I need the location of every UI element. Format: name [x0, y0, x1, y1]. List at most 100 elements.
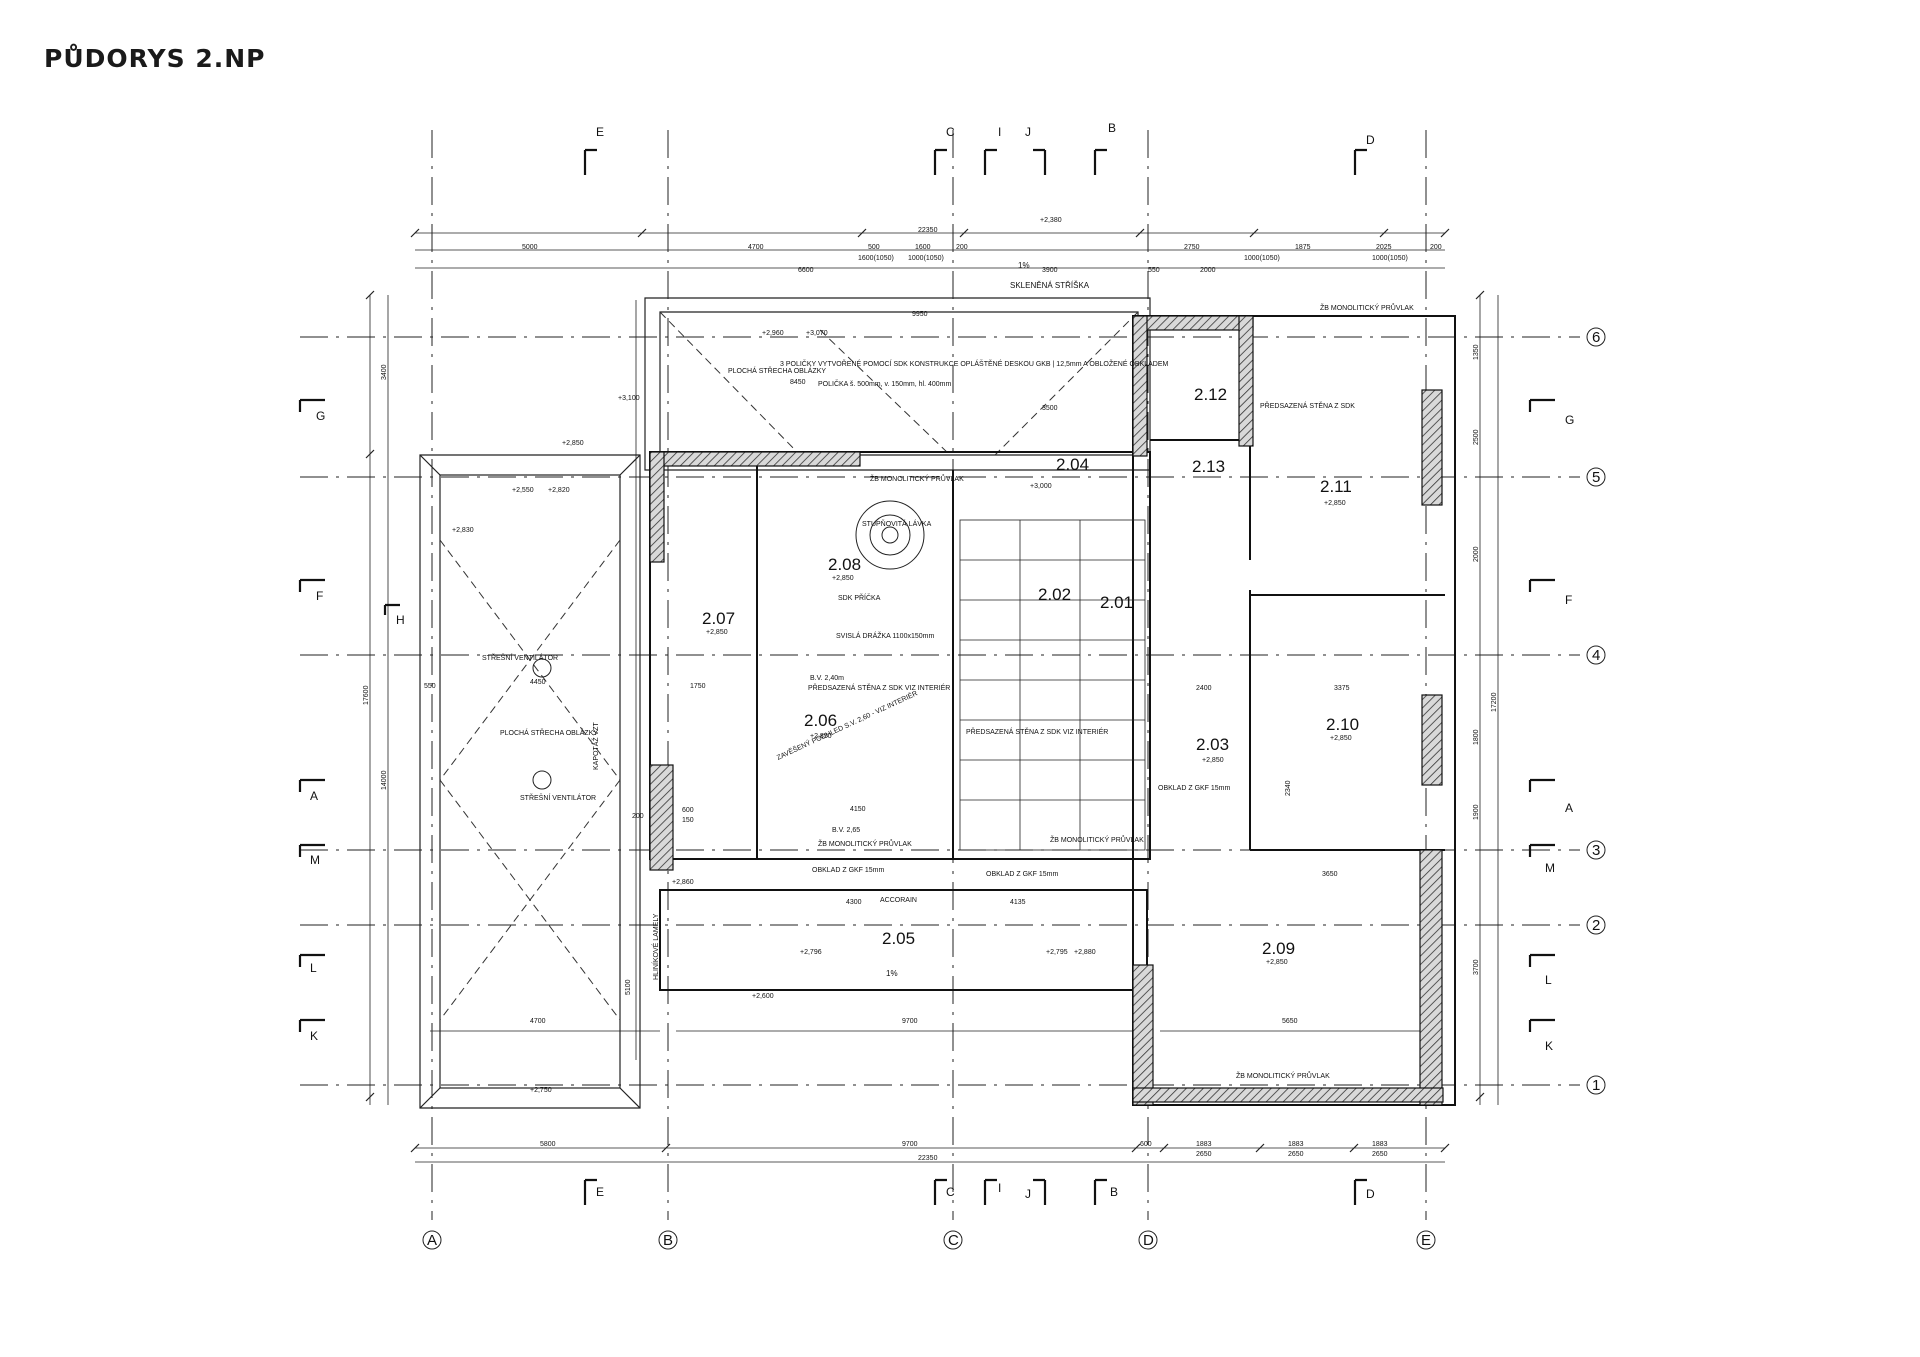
section-label-g-left: G — [316, 409, 325, 423]
dimension-ticks — [365, 228, 1485, 1153]
room-2-04: 2.04 — [1056, 455, 1089, 474]
concrete-walls — [649, 315, 1444, 1106]
dim-bottom2-3: 2650 — [1372, 1151, 1388, 1158]
level-2860: +2,860 — [672, 879, 694, 886]
dim-right-6: 3700 — [1473, 959, 1480, 975]
dim-inner-4700: 4700 — [530, 1018, 546, 1025]
room-2-06: 2.06 — [804, 711, 837, 730]
room-2-02: 2.02 — [1038, 585, 1071, 604]
dim-window-3: 1000(1050) — [1244, 255, 1280, 262]
note-bv1: B.V. 2,40m — [810, 675, 844, 682]
level-2796: +2,796 — [800, 949, 822, 956]
dim-top-7: 1875 — [1295, 244, 1311, 251]
section-label-f-right: F — [1565, 593, 1572, 607]
left-roof — [419, 454, 641, 1109]
note-slope-2: 1% — [886, 969, 898, 978]
dim-inner-9950: 9950 — [912, 311, 928, 318]
dim-bottom-2: 9700 — [902, 1141, 918, 1148]
section-label-k-left: K — [310, 1029, 318, 1043]
room-2-03: 2.03 — [1196, 735, 1229, 754]
section-label-l-right: L — [1545, 973, 1552, 987]
note-shelf-dims: POLIČKA š. 500mm, v. 150mm, hl. 400mm — [818, 379, 951, 388]
dim-right-1: 1350 — [1473, 344, 1480, 360]
level-2960: +2,960 — [762, 330, 784, 337]
level-2830: +2,830 — [452, 527, 474, 534]
section-label-a-left: A — [310, 789, 318, 803]
section-label-d-bottom: D — [1366, 1187, 1375, 1201]
note-accorain: ACCORAIN — [880, 897, 917, 904]
left-roof-diagonals — [439, 539, 621, 1021]
room-2-08: 2.08 — [828, 555, 861, 574]
note-beam-2: ŽB MONOLITICKÝ PRŮVLAK — [818, 839, 912, 848]
room-2-11: 2.11 — [1320, 477, 1352, 496]
page-title: PŮDORYS 2.NP — [44, 44, 266, 73]
section-label-c-top: C — [946, 125, 955, 139]
walls — [649, 315, 1456, 1106]
room-2-05: 2.05 — [882, 929, 915, 948]
dim-right-5: 1900 — [1473, 804, 1480, 820]
room-2-12: 2.12 — [1194, 385, 1227, 404]
grid-lines — [300, 130, 1580, 1220]
level-2795: +2,795 — [1046, 949, 1068, 956]
dim-inner-200: 200 — [632, 813, 644, 820]
section-label-i-top: I — [998, 125, 1001, 139]
dim-right-3: 2000 — [1473, 546, 1480, 562]
dim-bottom-4: 1883 — [1196, 1141, 1212, 1148]
section-label-e-bottom: E — [596, 1185, 604, 1199]
dim-inner-5650: 5650 — [1282, 1018, 1298, 1025]
axis-label-5: 5 — [1592, 469, 1600, 486]
room-2-09: 2.09 — [1262, 939, 1295, 958]
note-flat-roof-left: PLOCHÁ STŘECHA OBLÁZKY — [500, 728, 598, 737]
dim-overall-top: 22350 — [918, 227, 938, 234]
dim-top2-2: 3900 — [1042, 267, 1058, 274]
note-beam-4: ŽB MONOLITICKÝ PRŮVLAK — [1236, 1071, 1330, 1080]
dim-bottom-6: 1883 — [1372, 1141, 1388, 1148]
note-roof-vent-1: STŘEŠNÍ VENTILÁTOR — [482, 653, 558, 662]
axis-label-4: 4 — [1592, 647, 1600, 664]
dim-inner-3650: 3650 — [1322, 871, 1338, 878]
note-tile-1: OBKLAD Z GKF 15mm — [812, 867, 885, 874]
dim-inner-150: 150 — [682, 817, 694, 824]
section-label-g-right: G — [1565, 413, 1574, 427]
dim-left-1: 3400 — [381, 364, 388, 380]
note-flat-roof-top: PLOCHÁ STŘECHA OBLÁZKY — [728, 366, 826, 375]
dim-top-8: 2025 — [1376, 244, 1392, 251]
axis-bubbles — [422, 327, 1606, 1250]
level-2880: +2,880 — [1074, 949, 1096, 956]
dim-inner-600: 600 — [682, 807, 694, 814]
room-2-03-level: +2,850 — [1202, 757, 1224, 764]
note-beam-5: ŽB MONOLITICKÝ PRŮVLAK — [1050, 835, 1144, 844]
dim-inner-2340: 2340 — [1285, 780, 1292, 796]
note-wall-sdk-3: PŘEDSAZENÁ STĚNA Z SDK VIZ INTERIÉR — [966, 727, 1108, 736]
dim-top-2: 4700 — [748, 244, 764, 251]
room-2-06-level: +2,850 — [810, 733, 832, 740]
dimension-lines — [369, 232, 1499, 1163]
note-beam-3: ŽB MONOLITICKÝ PRŮVLAK — [1320, 303, 1414, 312]
dim-bottom-1: 5800 — [540, 1141, 556, 1148]
axis-label-2: 2 — [1592, 917, 1600, 934]
note-lamely: HLINÍKOVÉ LAMELY — [651, 913, 660, 980]
section-label-b-bottom: B — [1110, 1185, 1118, 1199]
note-glass-roof: SKLENĚNÁ STŘÍŠKA — [1010, 281, 1090, 290]
roof-vents — [532, 658, 552, 790]
dim-top-1: 5000 — [522, 244, 538, 251]
note-bv2: B.V. 2,65 — [832, 827, 860, 834]
dim-top-4: 1600 — [915, 244, 931, 251]
dim-bottom2-1: 2650 — [1196, 1151, 1212, 1158]
level-top: +2,380 — [1040, 217, 1062, 224]
dim-inner-1750: 1750 — [690, 683, 706, 690]
note-ceiling-view: ZAVĚŠENÝ PODHLED S.V. 2,60 - VIZ INTERIÉ… — [775, 688, 919, 761]
axis-label-e: E — [1421, 1232, 1431, 1249]
note-tile-3: OBKLAD Z GKF 15mm — [1158, 785, 1231, 792]
section-label-c-bottom: C — [946, 1185, 955, 1199]
dim-right-4: 1800 — [1473, 729, 1480, 745]
section-label-l-left: L — [310, 961, 317, 975]
room-2-10: 2.10 — [1326, 715, 1359, 734]
axis-label-3: 3 — [1592, 842, 1600, 859]
level-2600: +2,600 — [752, 993, 774, 1000]
dim-top-6: 2750 — [1184, 244, 1200, 251]
note-slope: 1% — [1018, 261, 1030, 270]
dim-inner-9700: 9700 — [902, 1018, 918, 1025]
section-label-m-right: M — [1545, 861, 1555, 875]
